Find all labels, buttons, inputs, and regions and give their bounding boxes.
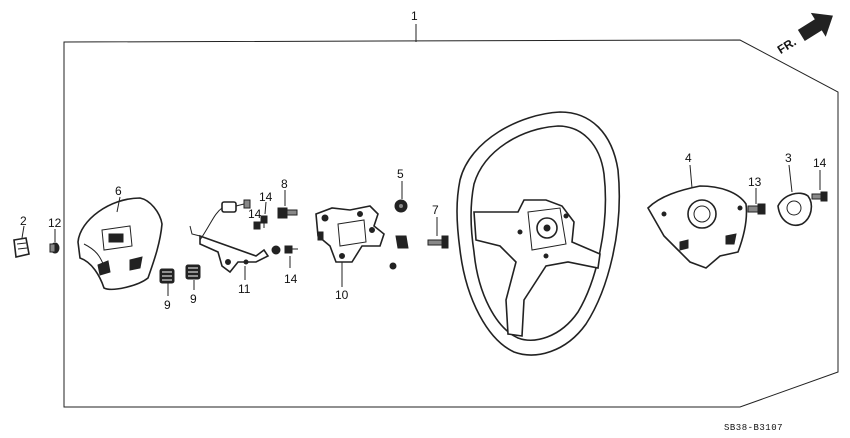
part-14-screw-a xyxy=(260,215,268,228)
callout-7: 7 xyxy=(432,203,439,217)
part-6-horn-pad xyxy=(77,197,163,291)
part-12-screw xyxy=(49,242,60,254)
part-14-screw-d xyxy=(811,191,828,202)
part-13-screw xyxy=(747,203,766,215)
front-direction-arrow: FR. xyxy=(775,12,833,57)
part-7-bolt xyxy=(427,235,449,249)
part-11-harness xyxy=(189,199,270,274)
part-nut-small xyxy=(271,245,281,255)
steering-wheel xyxy=(456,111,621,356)
part-4-rear-cover xyxy=(647,185,748,269)
part-9-spring-left xyxy=(159,268,175,284)
callout-5: 5 xyxy=(397,167,404,181)
callout-13: 13 xyxy=(748,175,762,189)
callout-14b: 14 xyxy=(248,207,262,221)
leader-14a xyxy=(264,201,267,215)
part-10-plate xyxy=(315,205,385,263)
callout-14a: 14 xyxy=(259,190,273,204)
callout-10: 10 xyxy=(335,288,349,302)
direction-label: FR. xyxy=(775,35,799,57)
callout-14d: 14 xyxy=(813,156,827,170)
part-14-screw-c xyxy=(284,245,298,254)
callout-12: 12 xyxy=(48,216,62,230)
callout-3: 3 xyxy=(785,151,792,165)
callout-14c: 14 xyxy=(284,272,298,286)
part-2-emblem xyxy=(13,237,30,258)
callout-4: 4 xyxy=(685,151,692,165)
callout-6: 6 xyxy=(115,184,122,198)
callout-8: 8 xyxy=(281,177,288,191)
diagram-code: SB38-B3107 xyxy=(724,423,783,433)
leader-4 xyxy=(689,164,693,189)
leader-3 xyxy=(788,164,793,193)
callout-2: 2 xyxy=(20,214,27,228)
callout-9b: 9 xyxy=(190,292,197,306)
leader-2 xyxy=(21,225,25,239)
callout-11: 11 xyxy=(238,282,251,296)
part-8-bolt xyxy=(277,207,298,219)
part-9-spring-right xyxy=(185,264,201,280)
part-14-screw-b xyxy=(253,221,261,230)
assembly-outline xyxy=(63,39,839,408)
part-3-collar xyxy=(777,192,813,226)
callout-1: 1 xyxy=(411,9,418,23)
callout-9a: 9 xyxy=(164,298,171,312)
leader-6 xyxy=(116,196,121,213)
part-connector xyxy=(389,235,409,270)
part-5-nut xyxy=(394,199,408,213)
